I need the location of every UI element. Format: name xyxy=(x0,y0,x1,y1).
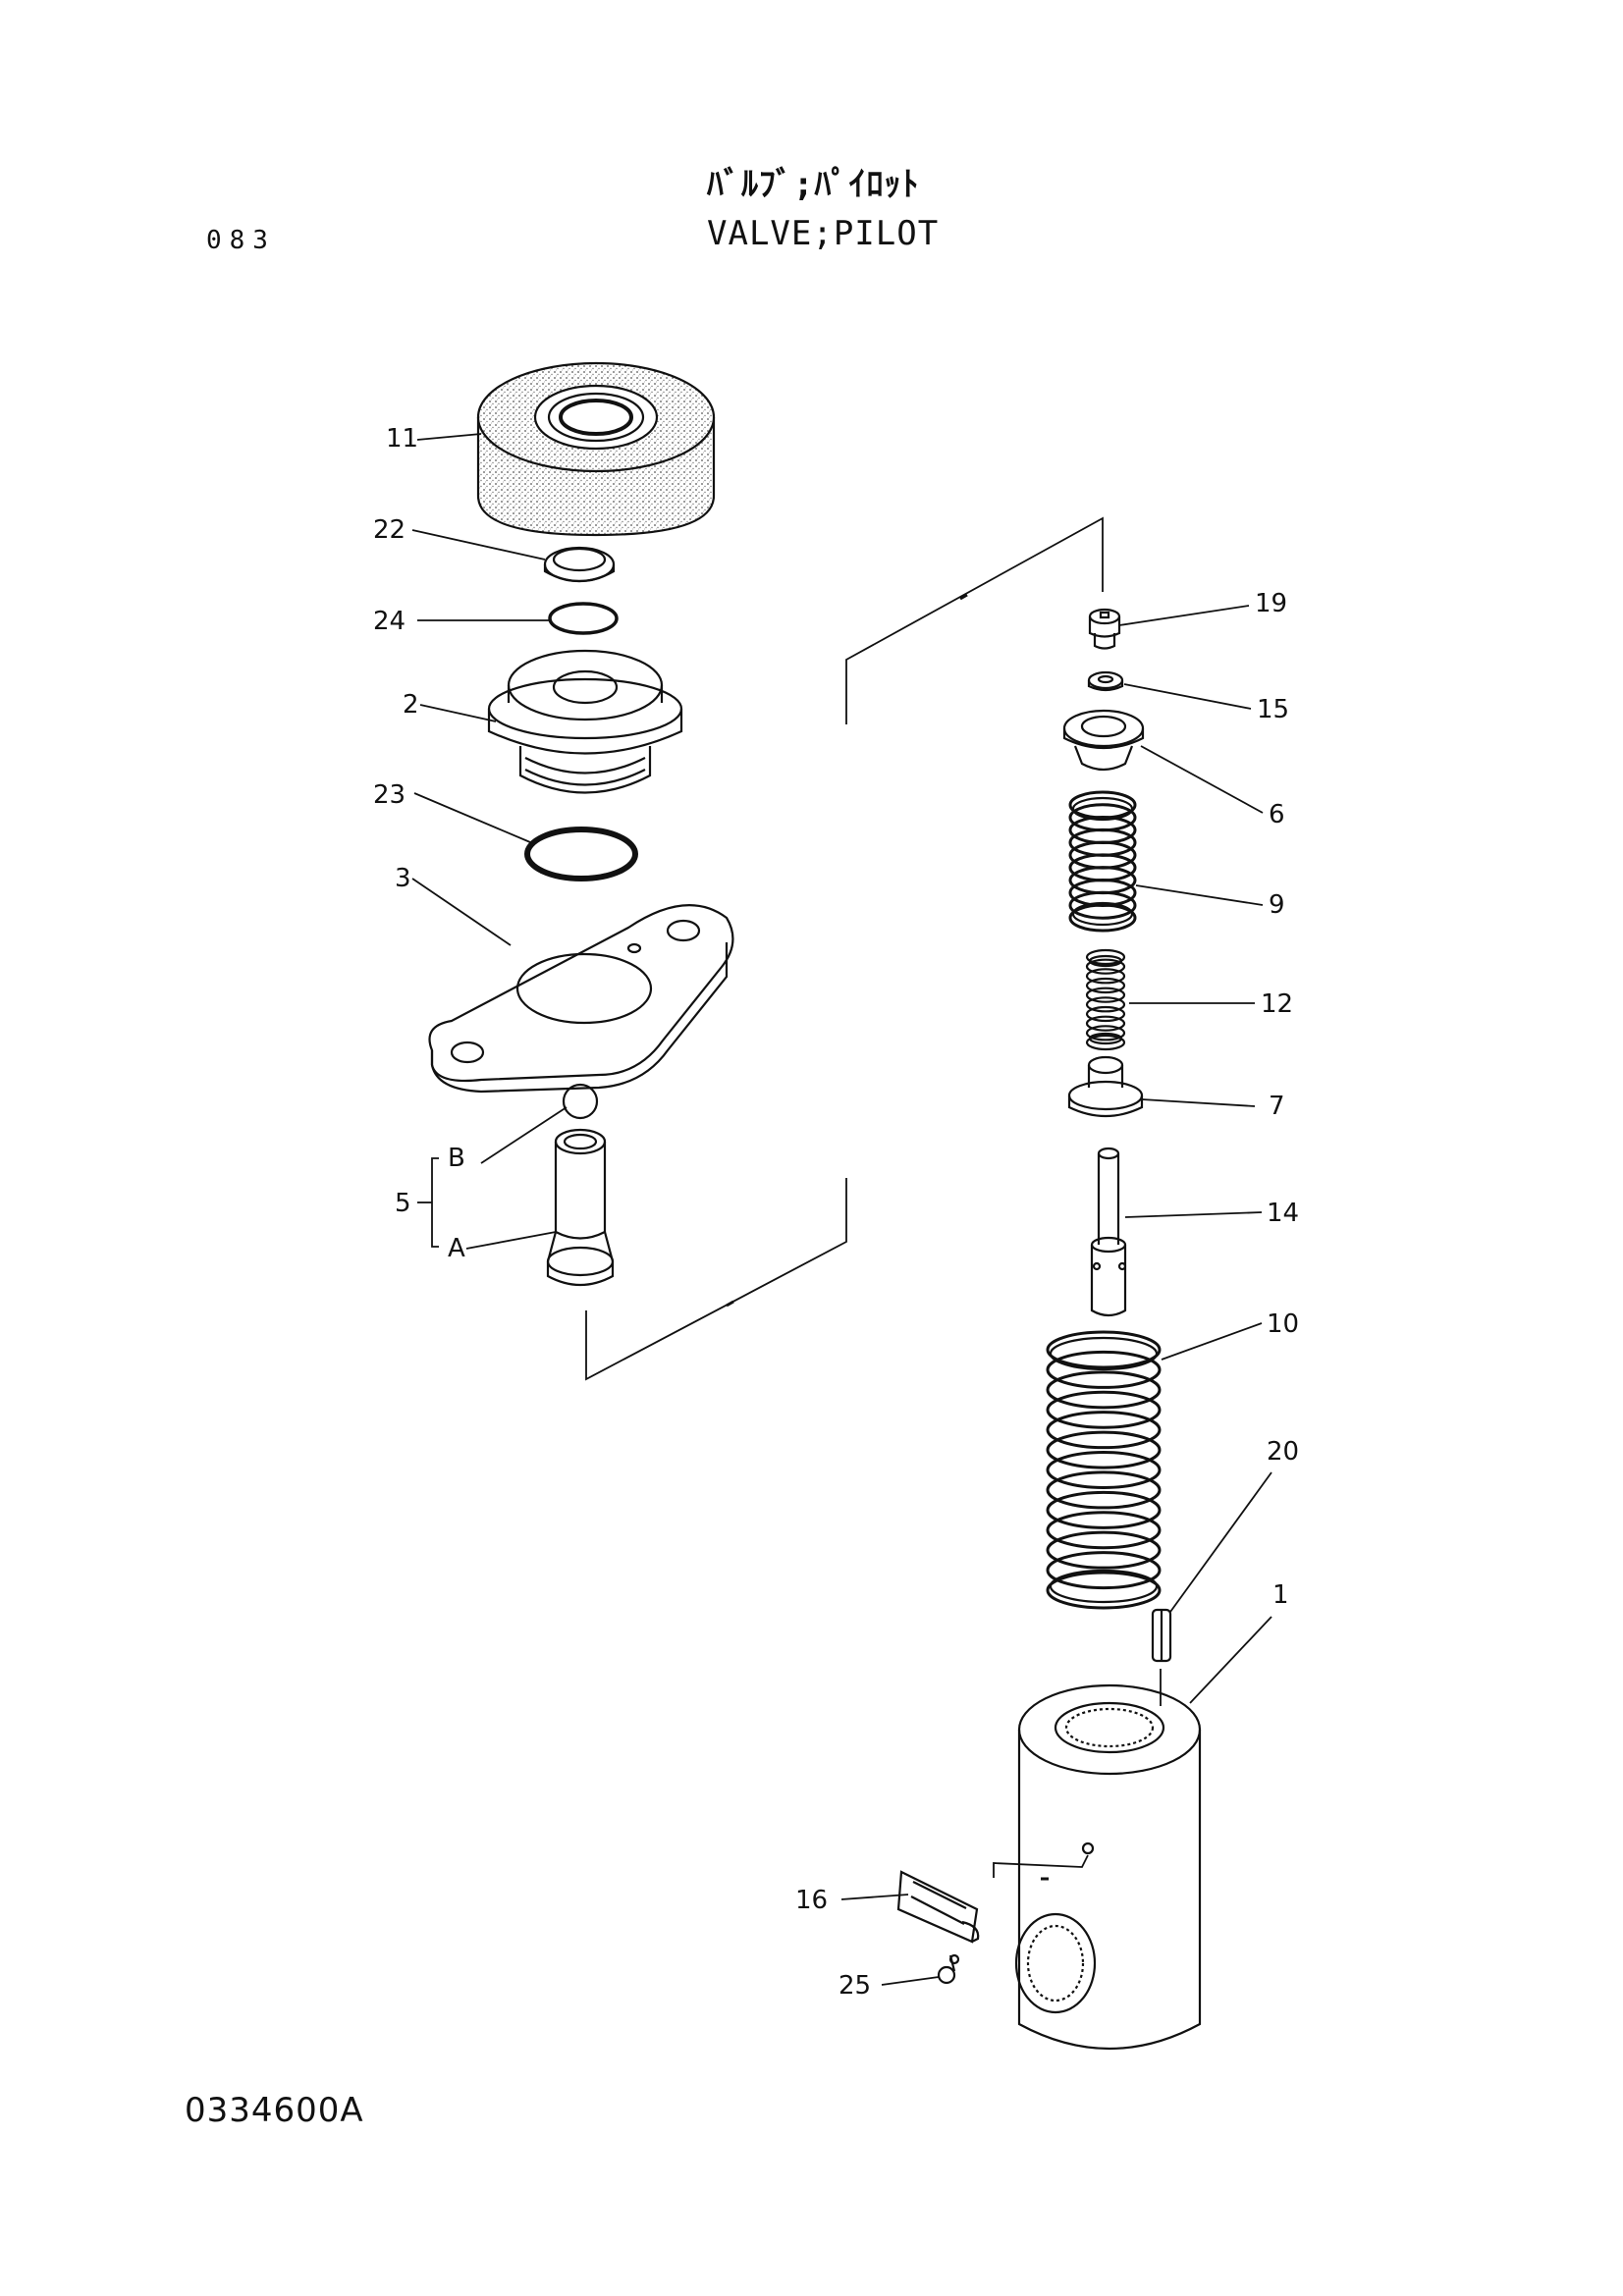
callout-19: 19 xyxy=(1255,589,1287,618)
spring9-coil xyxy=(1068,903,1137,933)
spring12-coil xyxy=(1085,996,1126,1013)
spring10-coil xyxy=(1046,1470,1162,1510)
spring9-coil-end xyxy=(1071,796,1134,822)
spring10-coil-end xyxy=(1049,1336,1159,1371)
part-5a-seat xyxy=(546,1128,615,1286)
part-1-casing xyxy=(1014,1683,1202,2050)
spring10-coil-end xyxy=(1049,1569,1159,1604)
part-25-screw xyxy=(937,1953,960,1985)
part-5-bracket xyxy=(431,1157,439,1248)
callout-12: 12 xyxy=(1261,989,1293,1019)
callout-15: 15 xyxy=(1257,695,1289,724)
part-11-knob xyxy=(476,361,716,537)
leader-lines xyxy=(411,433,1272,1986)
spring10-coil xyxy=(1046,1551,1162,1590)
callout-2: 2 xyxy=(403,690,419,720)
part-5b-ball xyxy=(562,1083,599,1120)
part-16-plate xyxy=(896,1870,980,1944)
callout-1: 1 xyxy=(1272,1580,1289,1610)
spring10-coil xyxy=(1046,1571,1162,1610)
part-9-spring xyxy=(1068,790,1137,933)
figure-number: 0334600A xyxy=(185,2091,364,2130)
part-15-washer xyxy=(1087,670,1124,692)
spring12-coil xyxy=(1085,1025,1126,1041)
callout-14: 14 xyxy=(1267,1199,1299,1228)
spring9-coil-end xyxy=(1071,901,1134,927)
page-number: 083 xyxy=(206,226,276,255)
spring10-coil xyxy=(1046,1390,1162,1429)
callout-10: 10 xyxy=(1267,1309,1299,1339)
part-23-o-ring xyxy=(524,827,638,881)
part-19-screw xyxy=(1088,608,1121,650)
callout-25: 25 xyxy=(839,1971,871,2001)
part-20-pin xyxy=(1151,1608,1172,1663)
assembly-line-dashes xyxy=(726,593,1049,1881)
callout-3: 3 xyxy=(395,864,411,893)
callout-labels: 11 22 24 2 23 3 B 5 A 19 15 6 9 12 7 14 … xyxy=(373,424,1299,2001)
spring10-coil xyxy=(1046,1350,1162,1389)
callout-23: 23 xyxy=(373,780,406,810)
spring12-coil xyxy=(1085,977,1126,994)
spring10-coil xyxy=(1046,1330,1162,1369)
part-6-spring-seat xyxy=(1062,709,1145,772)
spring10-coil xyxy=(1046,1451,1162,1489)
callout-7: 7 xyxy=(1269,1092,1285,1121)
spring12-coil-end xyxy=(1088,954,1123,968)
spring12-coil xyxy=(1085,958,1126,975)
callout-5b: B xyxy=(448,1144,465,1173)
part-2-bushing xyxy=(487,649,683,794)
spring10-coil xyxy=(1046,1511,1162,1550)
spring12-coil-end xyxy=(1088,1032,1123,1045)
callout-16: 16 xyxy=(795,1886,828,1915)
page-title-japanese: ﾊﾞﾙﾌﾞ;ﾊﾟｲﾛｯﾄ xyxy=(707,165,920,204)
callout-11: 11 xyxy=(386,424,418,454)
part-10-spring xyxy=(1046,1330,1162,1610)
callout-9: 9 xyxy=(1269,890,1285,920)
spring12-coil xyxy=(1085,1034,1126,1051)
spring12-coil xyxy=(1085,1015,1126,1032)
spring10-coil xyxy=(1046,1370,1162,1410)
part-14-spool xyxy=(1090,1147,1127,1317)
spring9-coil xyxy=(1068,890,1137,920)
spring10-coil xyxy=(1046,1430,1162,1469)
callout-6: 6 xyxy=(1269,800,1285,829)
spring12-coil xyxy=(1085,987,1126,1003)
part-24-o-ring xyxy=(548,602,619,635)
spring10-coil xyxy=(1046,1411,1162,1450)
part-3-flange xyxy=(428,904,734,1094)
callout-5: 5 xyxy=(395,1189,411,1218)
page-title: VALVE;PILOT xyxy=(707,214,940,253)
part-7-seat xyxy=(1067,1055,1144,1117)
spring10-coil xyxy=(1046,1530,1162,1570)
spring12-coil xyxy=(1085,968,1126,985)
callout-24: 24 xyxy=(373,607,406,636)
part-22-ring xyxy=(543,546,616,583)
spring10-coil xyxy=(1046,1490,1162,1529)
callout-20: 20 xyxy=(1267,1437,1299,1467)
assembly-lines xyxy=(585,516,1162,1878)
part-12-spring xyxy=(1085,948,1126,1051)
spring12-coil xyxy=(1085,948,1126,966)
spring12-coil xyxy=(1085,1005,1126,1023)
callout-22: 22 xyxy=(373,515,406,545)
callout-5a: A xyxy=(448,1234,465,1263)
